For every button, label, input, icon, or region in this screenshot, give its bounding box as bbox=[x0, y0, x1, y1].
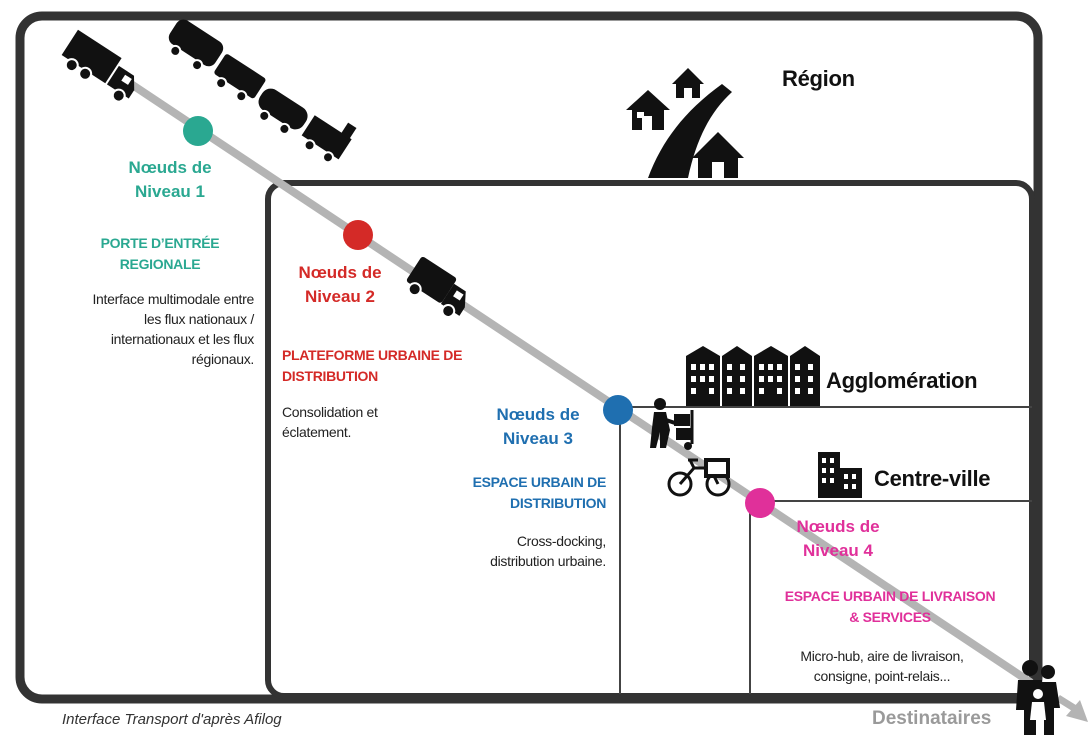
office-building-icon bbox=[818, 452, 862, 498]
arrow-shaft bbox=[1056, 695, 1076, 711]
train-icon bbox=[168, 19, 357, 164]
node-1-desc-line3: internationaux et les flux bbox=[110, 331, 254, 347]
road-icon bbox=[648, 84, 732, 178]
van-icon bbox=[406, 256, 466, 318]
node-4-subtitle-line1: ESPACE URBAIN DE LIVRAISON bbox=[784, 588, 996, 604]
node-1-description: Interface multimodale entre les flux nat… bbox=[28, 289, 254, 369]
node-2-desc-line1: Consolidation et bbox=[282, 404, 378, 420]
truck-icon bbox=[61, 29, 135, 103]
node-3-subtitle-line1: ESPACE URBAIN DE bbox=[472, 474, 607, 490]
node-2-description: Consolidation et éclatement. bbox=[282, 402, 482, 442]
node-2-marker bbox=[343, 220, 373, 250]
node-3-block: Nœuds de Niveau 3 bbox=[476, 403, 600, 451]
node-1-subtitle: PORTE D’ENTRÉE REGIONALE bbox=[60, 233, 260, 275]
zone-label-centre-ville: Centre-ville bbox=[874, 466, 991, 491]
node-1-subtitle-line1: PORTE D’ENTRÉE bbox=[100, 235, 220, 251]
node-3-description: Cross-docking, distribution urbaine. bbox=[400, 531, 606, 571]
agglomeration-frame bbox=[265, 180, 1035, 699]
node-4-title-line2: Niveau 4 bbox=[803, 541, 873, 560]
cargo-bike-icon bbox=[667, 458, 731, 497]
node-2-subtitle-line2: DISTRIBUTION bbox=[282, 368, 378, 384]
node-4-desc-line2: consigne, point-relais... bbox=[813, 668, 951, 684]
node-1-subtitle-line2: REGIONALE bbox=[119, 256, 201, 272]
destination-label: Destinataires bbox=[872, 708, 992, 729]
node-3-subtitle: ESPACE URBAIN DE DISTRIBUTION bbox=[400, 472, 607, 514]
node-4-block: Nœuds de Niveau 4 bbox=[776, 515, 900, 563]
node-3-desc-line1: Cross-docking, bbox=[516, 533, 606, 549]
node-3-title-line1: Nœuds de bbox=[496, 405, 580, 424]
node-3-marker bbox=[603, 395, 633, 425]
node-1-title-line1: Nœuds de bbox=[128, 158, 212, 177]
node-4-marker bbox=[745, 488, 775, 518]
node-3-title-line2: Niveau 3 bbox=[503, 429, 573, 448]
node-1-marker bbox=[183, 116, 213, 146]
node-1-block: Nœuds de Niveau 1 bbox=[80, 156, 260, 204]
node-4-subtitle: ESPACE URBAIN DE LIVRAISON & SERVICES bbox=[754, 586, 1026, 628]
apartment-buildings-icon bbox=[686, 346, 820, 406]
zone-label-agglomeration: Agglomération bbox=[826, 368, 978, 393]
family-icon bbox=[1016, 660, 1060, 735]
node-2-block: Nœuds de Niveau 2 bbox=[270, 261, 410, 309]
node-2-subtitle: PLATEFORME URBAINE DE DISTRIBUTION bbox=[282, 345, 522, 387]
node-1-desc-line2: les flux nationaux / bbox=[144, 311, 254, 327]
route-line bbox=[121, 76, 1034, 686]
node-2-desc-line2: éclatement. bbox=[282, 424, 352, 440]
node-1-title-line2: Niveau 1 bbox=[135, 182, 205, 201]
node-2-subtitle-line1: PLATEFORME URBAINE DE bbox=[282, 347, 463, 363]
node-4-subtitle-line2: & SERVICES bbox=[849, 609, 931, 625]
source-caption: Interface Transport d'après Afilog bbox=[62, 711, 282, 728]
node-4-desc-line1: Micro-hub, aire de livraison, bbox=[800, 648, 964, 664]
node-2-title-line2: Niveau 2 bbox=[305, 287, 375, 306]
node-3-subtitle-line2: DISTRIBUTION bbox=[510, 495, 606, 511]
hand-truck-worker-icon bbox=[650, 398, 694, 450]
node-2-title-line1: Nœuds de bbox=[298, 263, 382, 282]
node-4-description: Micro-hub, aire de livraison, consigne, … bbox=[764, 646, 1000, 686]
node-1-desc-line1: Interface multimodale entre bbox=[92, 291, 254, 307]
zone-label-region: Région bbox=[782, 66, 855, 91]
houses-icon bbox=[626, 68, 744, 178]
node-4-title-line1: Nœuds de bbox=[796, 517, 880, 536]
node-1-desc-line4: régionaux. bbox=[191, 351, 255, 367]
arrow-icon bbox=[1066, 700, 1088, 722]
node-3-desc-line2: distribution urbaine. bbox=[490, 553, 606, 569]
